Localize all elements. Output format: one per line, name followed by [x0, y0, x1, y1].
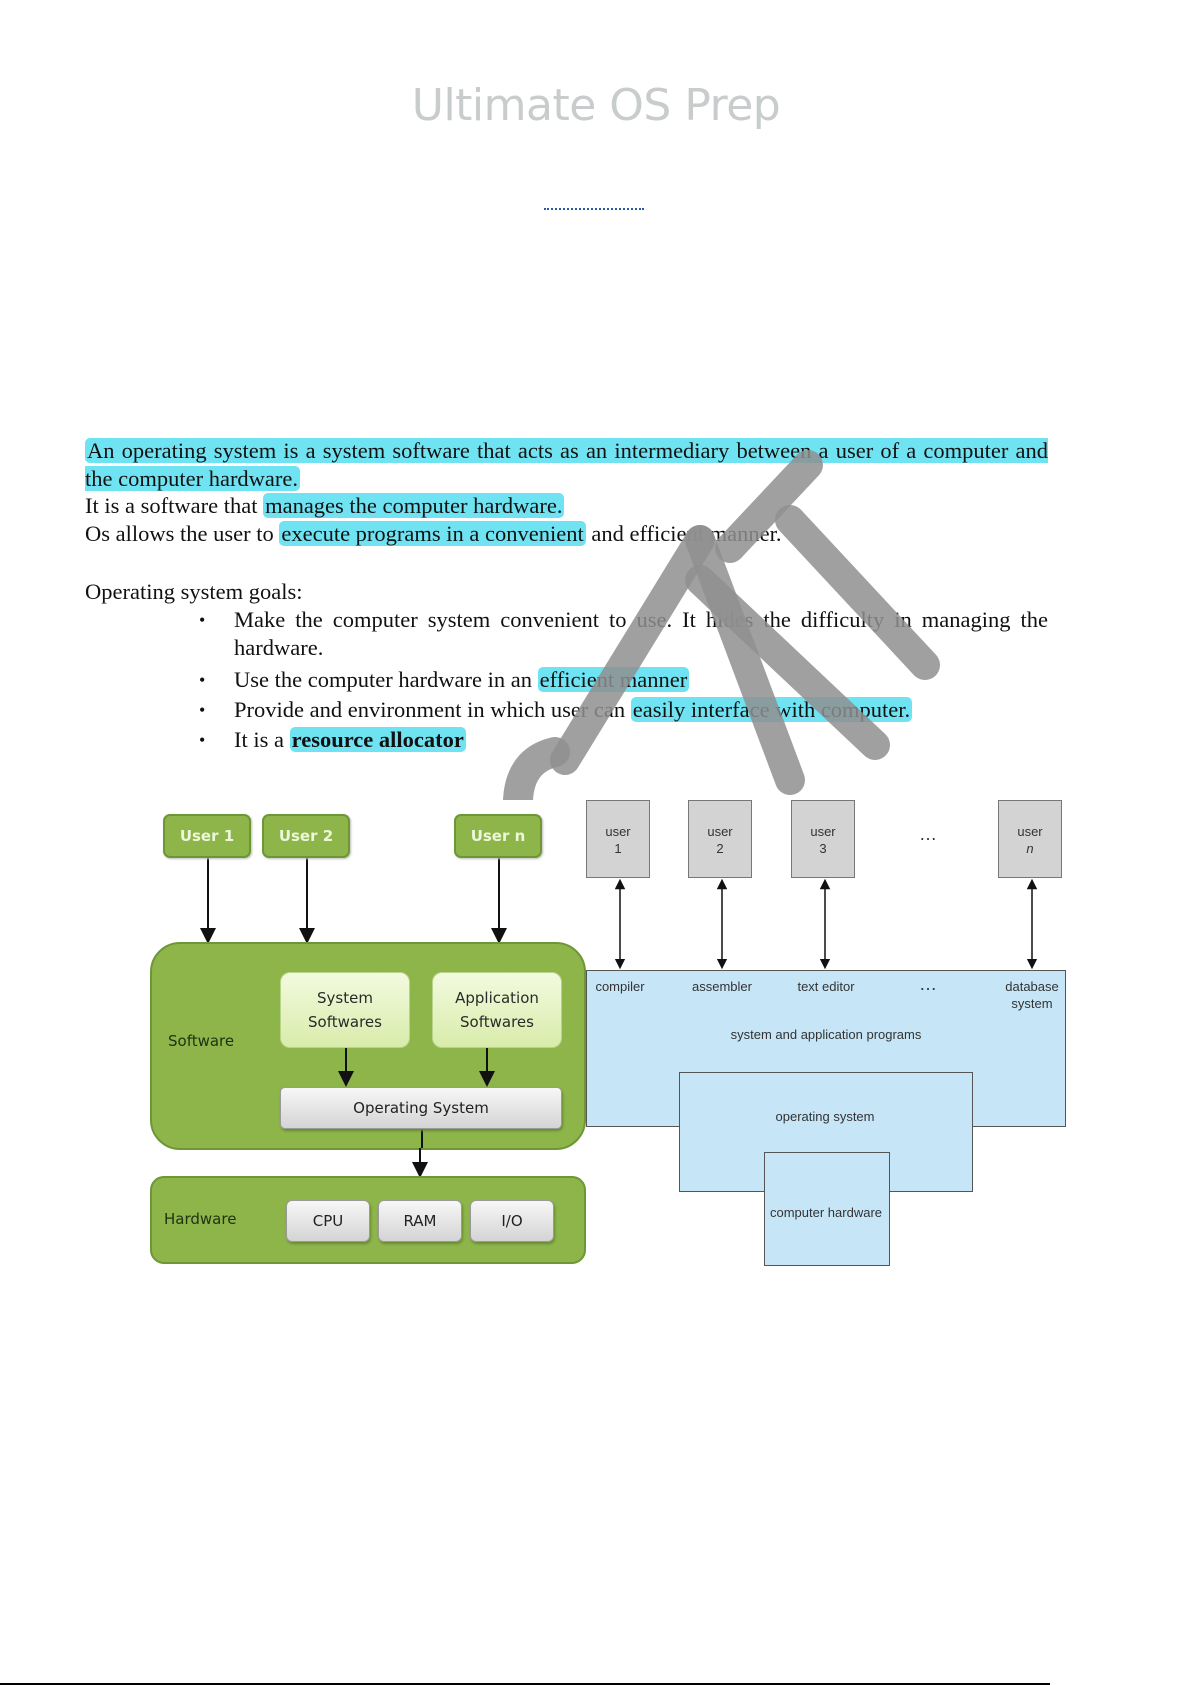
bullet-icon: •: [199, 610, 206, 630]
users-ellipsis: …: [919, 824, 937, 844]
goal-item: • It is a resource allocator: [85, 725, 1048, 755]
goal-text: It is a: [234, 727, 290, 752]
dotted-link-placeholder[interactable]: [544, 198, 644, 210]
user-1-box: User 1: [163, 814, 251, 858]
user-label: user: [707, 824, 733, 839]
goal-item: • Use the computer hardware in an effici…: [85, 665, 1048, 695]
user-program-arrows: [614, 878, 1038, 970]
hardware-panel: Hardware CPU RAM I/O: [150, 1176, 586, 1264]
computer-hardware-layer: [764, 1152, 890, 1266]
program-assembler: assembler: [692, 979, 752, 994]
line2-text: It is a software that: [85, 493, 264, 518]
goal-highlight: efficient manner: [537, 667, 690, 692]
highlight-execute: execute programs in a convenient: [279, 520, 586, 546]
programs-ellipsis: …: [919, 974, 937, 994]
user-number: 2: [716, 841, 724, 856]
database-line1: database: [1005, 979, 1059, 994]
os-layers-diagram: user 1 user 2 user 3 … user n compiler assem…: [586, 800, 1066, 1270]
goal-highlight: easily interface with computer.: [630, 697, 913, 722]
user-label: user: [605, 824, 631, 839]
goal-item: • Make the computer system convenient to…: [85, 606, 1048, 662]
user-number: n: [1026, 841, 1034, 856]
user-label: user: [1017, 824, 1043, 839]
highlight-manages: manages the computer hardware.: [263, 493, 565, 518]
operating-system-box: Operating System: [280, 1087, 562, 1129]
user-number: 1: [614, 841, 622, 856]
program-database-system: database system: [1000, 978, 1064, 1012]
user-label: user: [810, 824, 836, 839]
watermark-c-stroke: [503, 737, 570, 800]
highlight-definition: An operating system is a system software…: [85, 438, 1048, 491]
goal-highlight-bold: resource allocator: [289, 727, 466, 752]
intro-paragraph: An operating system is a system software…: [85, 437, 1048, 547]
goal-text: Make the computer system convenient to u…: [234, 607, 1048, 660]
hardware-layer-label: computer hardware: [770, 1205, 882, 1220]
system-softwares-line2: Softwares: [308, 1013, 382, 1031]
goal-text: Use the computer hardware in an: [234, 667, 538, 692]
ram-box: RAM: [378, 1200, 462, 1242]
user-1-box: user 1: [586, 800, 650, 878]
user-3-box: user 3: [791, 800, 855, 878]
line3-text: Os allows the user to: [85, 520, 280, 546]
system-softwares-line1: System: [317, 989, 373, 1007]
software-arrows: [338, 1048, 495, 1148]
document-title: Ultimate OS Prep: [411, 80, 781, 131]
goal-text: Provide and environment in which user ca…: [234, 697, 631, 722]
goals-heading: Operating system goals:: [85, 579, 303, 604]
user-number: 3: [819, 841, 827, 856]
program-text-editor: text editor: [797, 979, 855, 994]
os-layer-label: operating system: [775, 1109, 875, 1124]
bullet-icon: •: [199, 700, 206, 720]
hardware-label: Hardware: [164, 1210, 237, 1228]
diagram-arrows: [200, 858, 507, 944]
program-compiler: compiler: [595, 979, 645, 994]
application-softwares-line1: Application: [455, 989, 539, 1007]
io-box: I/O: [470, 1200, 554, 1242]
database-line2: system: [1011, 996, 1053, 1011]
bullet-icon: •: [199, 730, 206, 750]
application-softwares-line2: Softwares: [460, 1013, 534, 1031]
bullet-icon: •: [199, 670, 206, 690]
software-label: Software: [168, 1032, 235, 1050]
page-bottom-rule: [0, 1683, 1050, 1685]
line3-tail: and efficient manner.: [585, 520, 782, 546]
user-2-box: User 2: [262, 814, 350, 858]
cpu-box: CPU: [286, 1200, 370, 1242]
user-n-box: User n: [454, 814, 542, 858]
programs-layer-label: system and application programs: [730, 1027, 922, 1042]
user-2-box: user 2: [688, 800, 752, 878]
goals-list: • Make the computer system convenient to…: [85, 606, 1048, 755]
user-n-box: user n: [998, 800, 1062, 878]
goal-item: • Provide and environment in which user …: [85, 695, 1048, 725]
